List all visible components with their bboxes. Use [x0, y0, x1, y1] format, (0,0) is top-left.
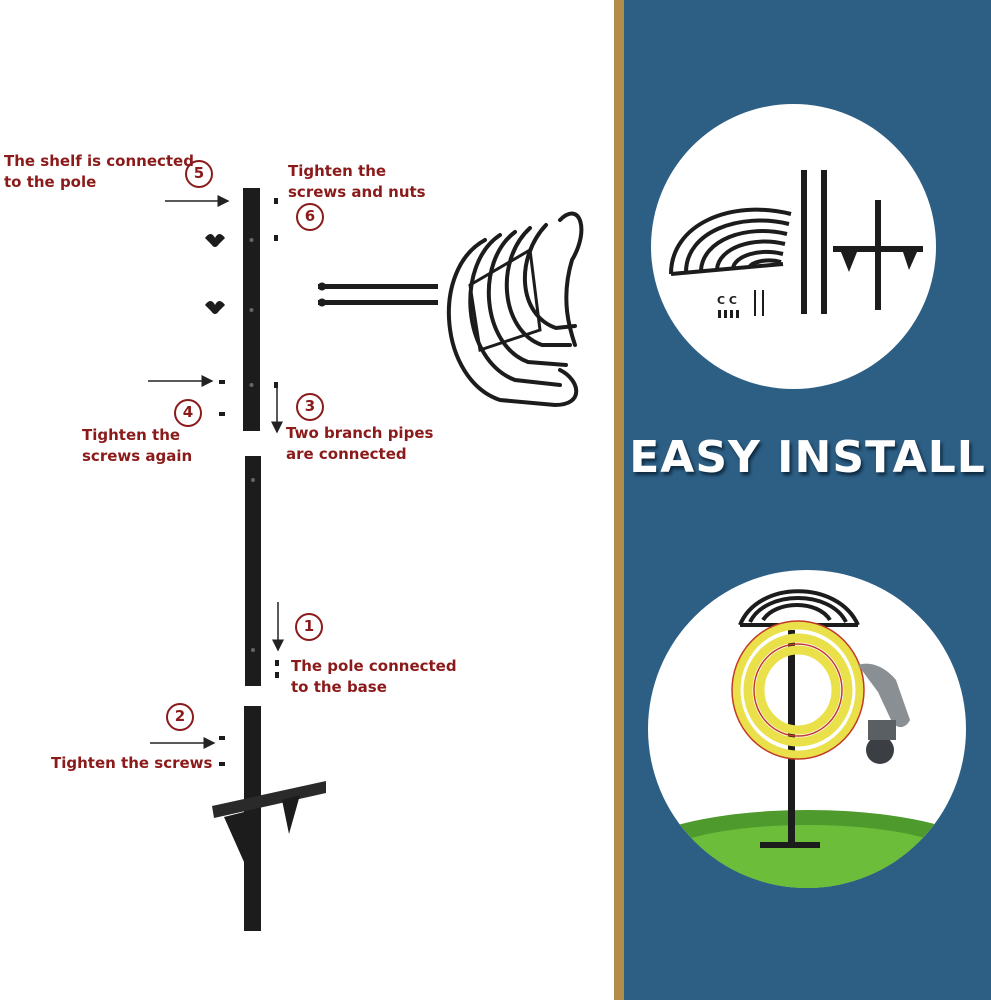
- easy-install-headline: EASY INSTALL: [629, 432, 986, 483]
- step-label-6: Tighten the screws and nuts: [288, 162, 426, 201]
- direction-arrows: [148, 195, 284, 749]
- wing-nut-icon: [205, 234, 225, 247]
- step-number-3: 3: [296, 393, 324, 421]
- wing-nut-icon: [205, 301, 225, 314]
- step-label-5: The shelf is connected to the pole: [4, 152, 194, 191]
- assembly-diagram: [148, 188, 584, 931]
- parts-kit-icon: C C: [669, 170, 923, 318]
- parts-kit-circle: C C: [651, 104, 936, 389]
- step-number-2: 2: [166, 703, 194, 731]
- assembly-instructions-panel: [0, 0, 614, 1000]
- step-label-2: Tighten the screws: [51, 754, 213, 772]
- step-label-1: The pole connected to the base: [291, 657, 457, 696]
- upper-pole: [243, 188, 260, 431]
- step-number-6: 6: [296, 203, 324, 231]
- hose-holder-product-icon: [648, 589, 966, 888]
- step-label-4: Tighten the screws again: [82, 426, 193, 465]
- base-stake: [212, 706, 326, 931]
- hose-hanger-shelf: [446, 211, 584, 408]
- hose-holder-circle: [648, 570, 966, 888]
- step-label-3: Two branch pipes are connected: [286, 424, 434, 463]
- screw-icons: [219, 198, 279, 766]
- middle-pole: [245, 456, 261, 686]
- svg-text:C C: C C: [717, 294, 737, 307]
- step-number-4: 4: [174, 399, 202, 427]
- step-number-1: 1: [295, 613, 323, 641]
- branch-pipes: [318, 282, 438, 307]
- divider-strip: [614, 0, 624, 1000]
- step-number-5: 5: [185, 160, 213, 188]
